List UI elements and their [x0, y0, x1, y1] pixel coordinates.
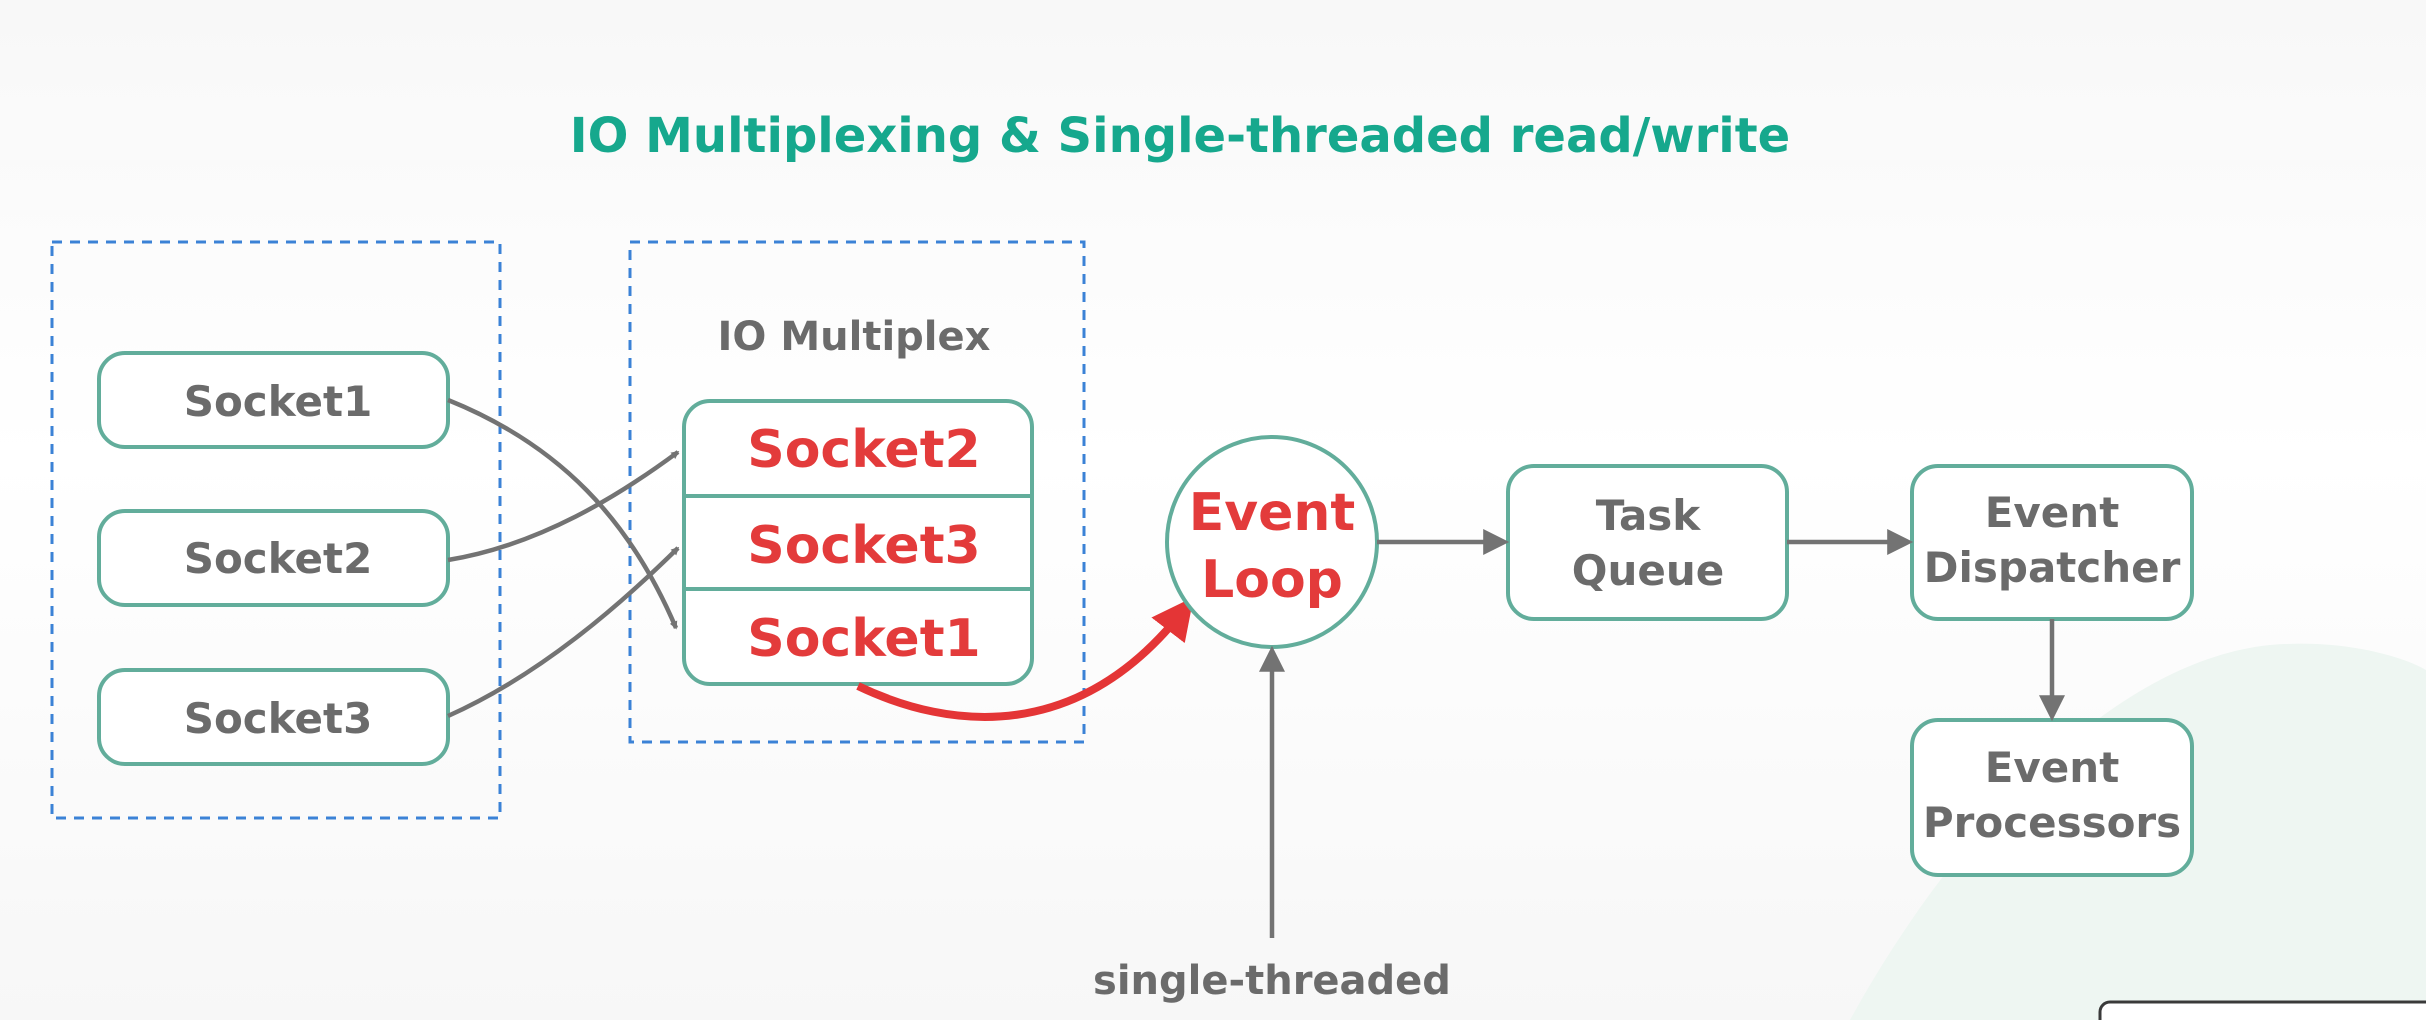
- multiplex-item-socket2: Socket2: [747, 420, 981, 480]
- event-dispatcher-label-line1: Event: [1985, 488, 2120, 537]
- socket3-label: Socket3: [184, 694, 373, 743]
- multiplex-item-socket1: Socket1: [747, 609, 981, 669]
- socket3-box: [97, 668, 450, 766]
- task-queue-label-line2: Queue: [1572, 546, 1724, 595]
- multiplex-item-socket3: Socket3: [747, 516, 981, 576]
- task-queue-box: [1506, 464, 1789, 621]
- event-dispatcher-label-line2: Dispatcher: [1924, 543, 2181, 592]
- arrow-socket1-to-multiplex: [447, 397, 679, 630]
- corner-panel-edge: [2098, 1000, 2426, 1020]
- arrow-multiplex-to-event-loop: [856, 597, 1194, 721]
- multiplex-stack-box: [682, 399, 1034, 686]
- event-loop-label-line2: Loop: [1201, 550, 1343, 610]
- diagram-title: IO Multiplexing & Single-threaded read/w…: [570, 108, 1790, 164]
- socket2-label: Socket2: [184, 534, 373, 583]
- event-processors-label-line1: Event: [1985, 743, 2120, 792]
- event-loop-label-line1: Event: [1189, 483, 1356, 543]
- event-processors-label-line2: Processors: [1923, 798, 2181, 847]
- io-multiplex-label: IO Multiplex: [718, 314, 991, 360]
- arrow-socket3-to-multiplex: [447, 546, 680, 719]
- io-multiplex-group-border: [628, 240, 1086, 744]
- sockets-group-border: [50, 240, 502, 820]
- socket1-label: Socket1: [184, 377, 373, 426]
- task-queue-label-line1: Task: [1596, 491, 1702, 540]
- arrow-socket2-to-multiplex: [447, 450, 680, 563]
- single-threaded-label: single-threaded: [1093, 958, 1451, 1004]
